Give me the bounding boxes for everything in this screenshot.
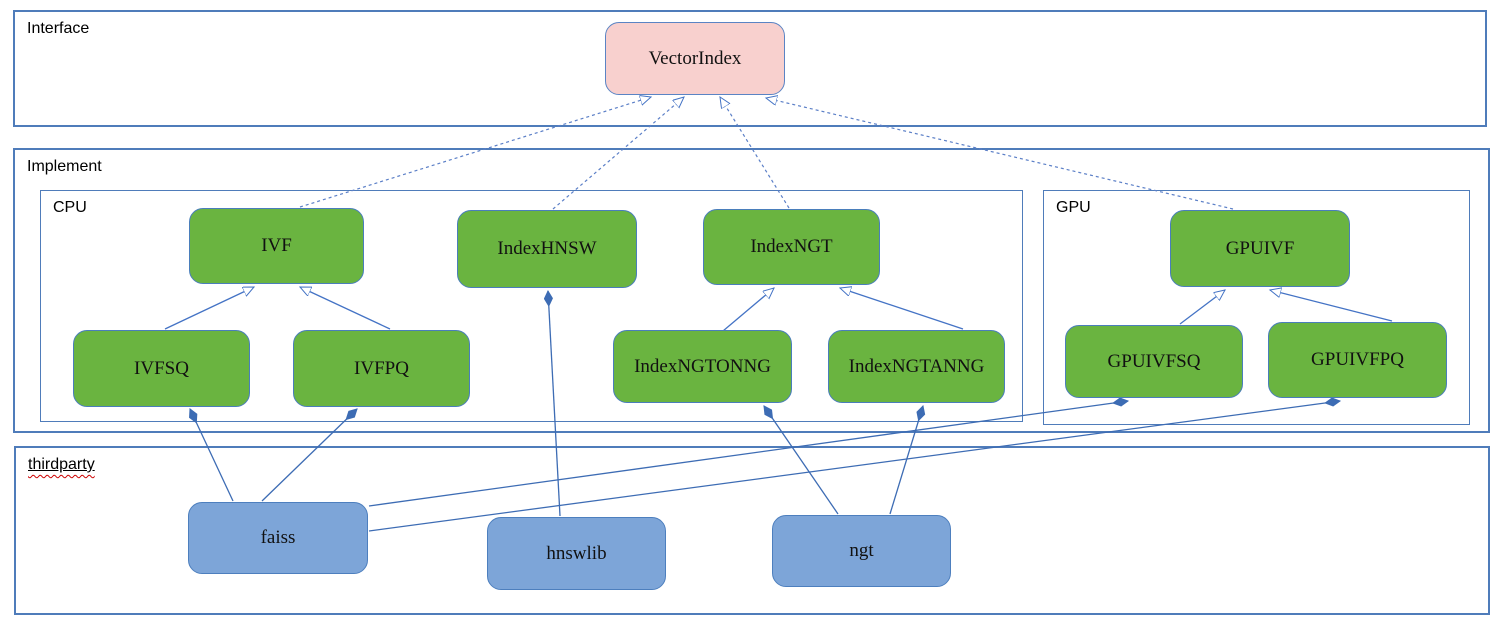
section-thirdparty-label-text: thirdparty (28, 456, 95, 473)
node-vectorindex: VectorIndex (605, 22, 785, 95)
node-indexhnsw: IndexHNSW (457, 210, 637, 288)
node-indexhnsw-label: IndexHNSW (497, 238, 597, 259)
node-ivfsq: IVFSQ (73, 330, 250, 407)
section-interface-label: Interface (27, 20, 90, 37)
node-indexngt: IndexNGT (703, 209, 880, 285)
node-hnswlib-label: hnswlib (546, 542, 607, 564)
node-gpuivfpq: GPUIVFPQ (1268, 322, 1447, 398)
node-gpuivf: GPUIVF (1170, 210, 1350, 287)
node-faiss-label: faiss (260, 527, 296, 548)
section-gpu-label: GPU (1056, 199, 1091, 216)
node-faiss: faiss (188, 502, 368, 574)
node-ivfpq-label: IVFPQ (354, 357, 409, 379)
node-hnswlib: hnswlib (487, 517, 666, 590)
node-ivf-label: IVF (261, 235, 292, 256)
section-thirdparty-label: thirdparty (28, 456, 95, 474)
node-indexngtanng-label: IndexNGTANNG (848, 355, 985, 377)
node-ivfpq: IVFPQ (293, 330, 470, 407)
node-gpuivfpq-label: GPUIVFPQ (1311, 349, 1404, 370)
node-indexngtonng-label: IndexNGTONNG (634, 355, 771, 377)
node-ngt-label: ngt (849, 540, 874, 561)
node-gpuivfsq-label: GPUIVFSQ (1107, 350, 1201, 372)
node-indexngtonng: IndexNGTONNG (613, 330, 792, 403)
section-cpu-label: CPU (53, 199, 87, 216)
section-implement-label: Implement (27, 158, 102, 175)
node-indexngt-label: IndexNGT (750, 236, 833, 257)
node-ngt: ngt (772, 515, 951, 587)
node-vectorindex-label: VectorIndex (648, 47, 742, 69)
node-gpuivfsq: GPUIVFSQ (1065, 325, 1243, 398)
node-ivfsq-label: IVFSQ (134, 357, 189, 379)
node-indexngtanng: IndexNGTANNG (828, 330, 1005, 403)
node-ivf: IVF (189, 208, 364, 284)
node-gpuivf-label: GPUIVF (1225, 237, 1295, 259)
